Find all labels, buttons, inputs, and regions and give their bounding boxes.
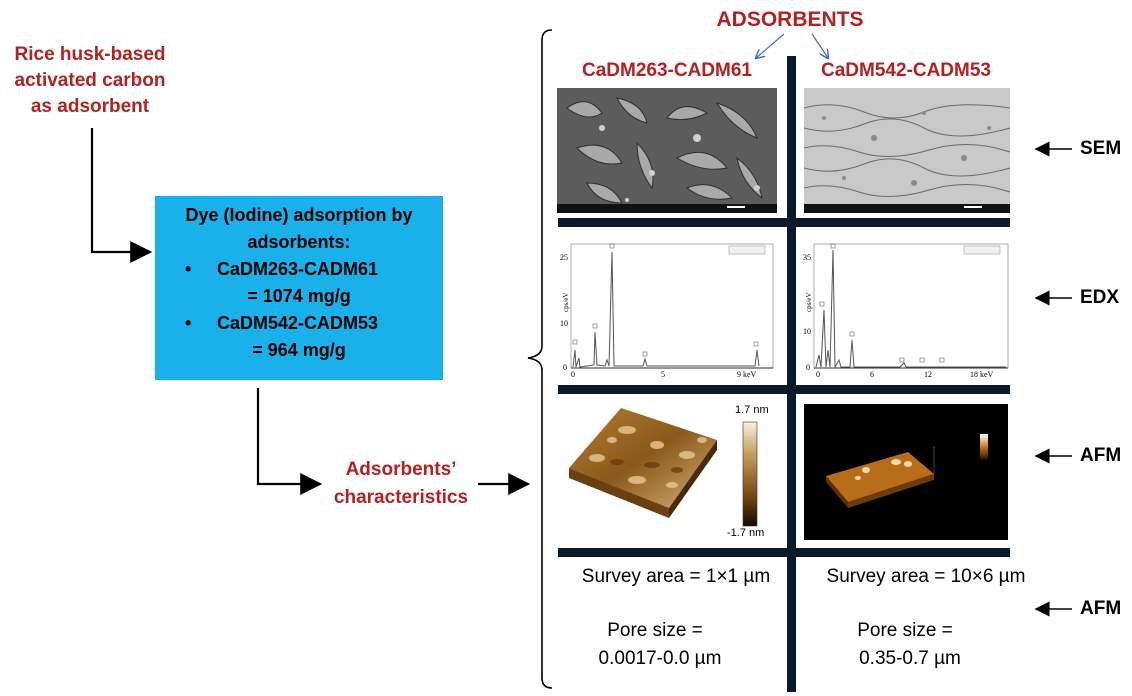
edx-spectrum-right: 35 10 0 cps/eV 0 6 12 18 keV <box>800 240 1010 380</box>
characteristics-line-1: Adsorbents’ <box>345 459 457 480</box>
arrow-adsorbents-right <box>811 33 828 58</box>
column-title-left: CaDM263-CADM61 <box>582 60 752 81</box>
sem-texture-right <box>804 88 1010 213</box>
row-label-afm: AFM <box>1080 445 1122 466</box>
sem-texture-left <box>557 88 777 213</box>
result-item-1-value: = 1074 mg/g <box>247 286 351 306</box>
edx-left-ylabel: cps/eV <box>562 293 570 312</box>
pore-size-right-label: Pore size = <box>857 620 953 641</box>
edx-right-ytick-35: 35 <box>803 253 811 262</box>
edx-left-xtick-0: 0 <box>571 370 575 379</box>
edx-right-xtick-12: 12 <box>924 370 932 379</box>
arrow-adsorbents-left <box>756 33 785 58</box>
arrow-result-to-characteristics <box>256 388 323 495</box>
column-title-right: CaDM542-CADM53 <box>821 60 991 81</box>
result-line-1: Dye (Iodine) adsorption by <box>185 205 413 225</box>
afm-left-scale-min: -1.7 nm <box>727 527 765 539</box>
source-line-3: as adsorbent <box>30 96 150 117</box>
adsorption-result-box: Dye (Iodine) adsorption by adsorbents: •… <box>155 196 443 380</box>
bullet-2: • <box>185 313 192 333</box>
edx-right-ytick-0: 0 <box>806 363 810 372</box>
result-item-1-name: CaDM263-CADM61 <box>217 259 379 279</box>
edx-right-ytick-10: 10 <box>803 327 811 336</box>
edx-left-ytick-10: 10 <box>560 319 568 328</box>
survey-area-right: Survey area = 10×6 µm <box>826 566 1026 587</box>
sem-image-left <box>557 88 777 213</box>
sem-image-right <box>804 88 1010 213</box>
pore-size-left-value: 0.0017-0.0 µm <box>598 648 722 669</box>
row-label-edx: EDX <box>1080 287 1120 308</box>
row-label-afm-2: AFM <box>1080 598 1122 619</box>
afm-surface-left <box>569 408 758 527</box>
edx-left-ytick-25: 25 <box>560 253 568 262</box>
afm-image-right <box>804 404 1008 540</box>
source-line-1: Rice husk-based <box>14 44 166 65</box>
edx-spectrum-left: 25 10 0 cps/eV 0 5 9 keV <box>557 240 777 380</box>
curly-brace <box>527 29 553 689</box>
edx-right-xtick-6: 6 <box>870 370 874 379</box>
edx-plot-left: 25 10 0 cps/eV 0 5 9 keV <box>560 243 774 379</box>
edx-left-ytick-0: 0 <box>563 363 567 372</box>
result-item-2-value: = 964 mg/g <box>252 340 346 360</box>
arrow-source-to-result <box>90 128 153 263</box>
survey-area-left: Survey area = 1×1 µm <box>581 566 771 587</box>
source-line-2: activated carbon <box>14 70 166 91</box>
afm-image-left: 1.7 nm -1.7 nm <box>557 400 787 545</box>
source-label: Rice husk-based activated carbon as adso… <box>0 42 180 120</box>
adsorbents-header: ADSORBENTS <box>716 8 864 31</box>
result-item-2: • CaDM542-CADM53 <box>155 310 443 337</box>
vertical-divider <box>787 56 796 692</box>
result-line-2: adsorbents: <box>247 232 351 252</box>
horizontal-divider-2 <box>558 385 1010 394</box>
characteristics-line-2: characteristics <box>333 487 469 508</box>
result-item-1: • CaDM263-CADM61 <box>155 256 443 283</box>
afm-left-scale-max: 1.7 nm <box>735 404 769 416</box>
edx-left-xtick-9: 9 keV <box>737 370 757 379</box>
horizontal-divider-1 <box>558 218 1010 227</box>
edx-plot-right: 35 10 0 cps/eV 0 6 12 18 keV <box>803 243 1009 379</box>
edx-right-ylabel: cps/eV <box>805 293 813 312</box>
edx-left-xtick-5: 5 <box>661 370 665 379</box>
edx-right-xtick-18: 18 keV <box>970 370 994 379</box>
bullet-1: • <box>185 259 192 279</box>
pore-size-right-value: 0.35-0.7 µm <box>859 648 961 669</box>
horizontal-divider-3 <box>558 548 1010 557</box>
afm-surface-right <box>826 434 988 508</box>
pore-size-left-label: Pore size = <box>607 620 703 641</box>
edx-right-xtick-0: 0 <box>816 370 820 379</box>
row-label-sem: SEM <box>1080 138 1122 159</box>
characteristics-label: Adsorbents’ characteristics <box>316 456 486 512</box>
result-item-2-name: CaDM542-CADM53 <box>217 313 379 333</box>
